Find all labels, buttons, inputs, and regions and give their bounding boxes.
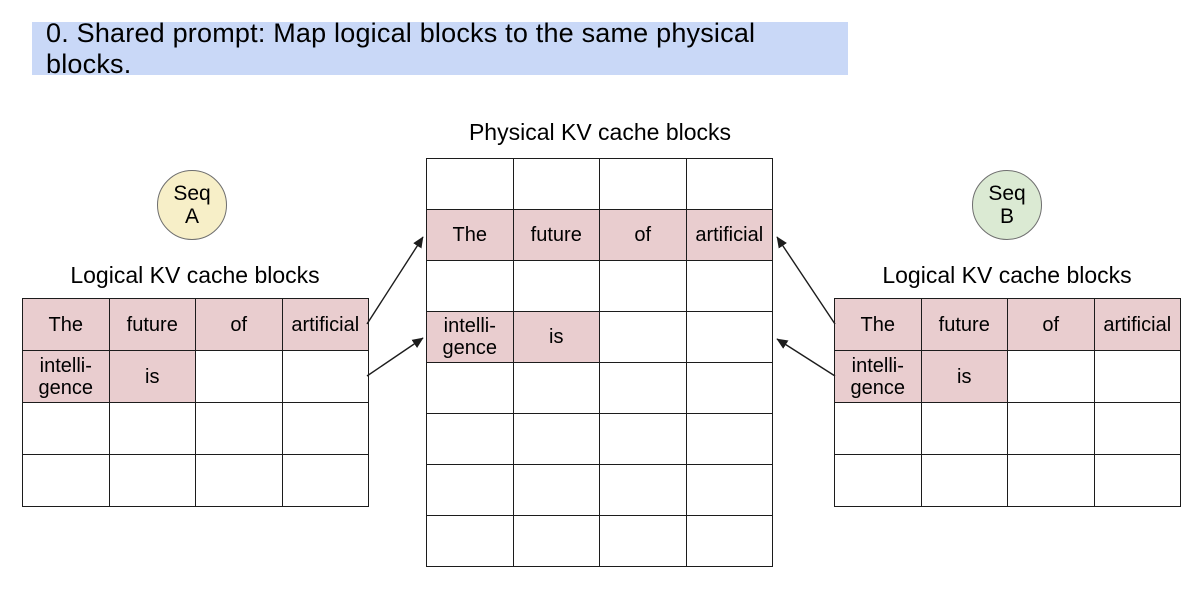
kv-cell: artificial — [282, 299, 369, 351]
kv-cell — [427, 414, 514, 465]
kv-cell — [600, 465, 687, 516]
kv-cell — [1094, 455, 1181, 507]
kv-cell: artificial — [686, 210, 773, 261]
kv-cell: intelli- gence — [23, 351, 110, 403]
kv-cell — [600, 159, 687, 210]
arrow-seqA-block1-to-physical — [366, 337, 424, 377]
seq-b-badge: Seq B — [972, 170, 1042, 240]
kv-cell — [1094, 351, 1181, 403]
kv-cell: is — [513, 312, 600, 363]
kv-cell — [109, 455, 196, 507]
seq-a-logical-table-title: Logical KV cache blocks — [70, 262, 320, 288]
seq-b-label: Seq B — [988, 182, 1026, 228]
kv-cell — [282, 403, 369, 455]
step-title-banner: 0. Shared prompt: Map logical blocks to … — [32, 18, 848, 79]
kv-cell — [23, 455, 110, 507]
kv-cell — [600, 312, 687, 363]
kv-cell — [427, 159, 514, 210]
kv-cell — [196, 455, 283, 507]
kv-cell: The — [427, 210, 514, 261]
kv-cell — [23, 403, 110, 455]
kv-cell — [109, 403, 196, 455]
seq-a-badge: Seq A — [157, 170, 227, 240]
kv-cell — [196, 403, 283, 455]
kv-cell — [835, 455, 922, 507]
kv-cell: intelli- gence — [835, 351, 922, 403]
arrow-seqB-block1-to-physical — [776, 338, 836, 377]
kv-cell: of — [1008, 299, 1095, 351]
kv-cell — [921, 455, 1008, 507]
kv-cell: intelli- gence — [427, 312, 514, 363]
kv-cell — [1094, 403, 1181, 455]
kv-cell — [427, 465, 514, 516]
kv-cell — [835, 403, 922, 455]
kv-cell — [600, 516, 687, 567]
kv-cell — [600, 414, 687, 465]
kv-cell — [282, 455, 369, 507]
kv-cell — [921, 403, 1008, 455]
seq-b-logical-table-title: Logical KV cache blocks — [882, 262, 1132, 288]
kv-cell — [686, 516, 773, 567]
kv-cell — [427, 363, 514, 414]
kv-cell: future — [921, 299, 1008, 351]
kv-cell — [513, 516, 600, 567]
kv-cell — [282, 351, 369, 403]
arrow-seqB-block0-to-physical — [776, 236, 836, 325]
kv-cell: future — [513, 210, 600, 261]
kv-cell — [513, 159, 600, 210]
kv-cell — [686, 414, 773, 465]
kv-cell — [600, 363, 687, 414]
kv-cell — [513, 465, 600, 516]
step-title-text: 0. Shared prompt: Map logical blocks to … — [46, 17, 756, 79]
kv-cell: The — [835, 299, 922, 351]
kv-cell — [686, 159, 773, 210]
kv-cell — [513, 363, 600, 414]
kv-cell — [686, 363, 773, 414]
kv-cell — [686, 465, 773, 516]
kv-cell: is — [109, 351, 196, 403]
kv-cell: of — [600, 210, 687, 261]
kv-cell — [427, 516, 514, 567]
physical-table-title: Physical KV cache blocks — [468, 119, 732, 145]
kv-cell — [1008, 351, 1095, 403]
kv-cell — [1008, 455, 1095, 507]
kv-cell: future — [109, 299, 196, 351]
kv-cell — [686, 312, 773, 363]
kv-cell — [1008, 403, 1095, 455]
kv-cell: artificial — [1094, 299, 1181, 351]
kv-cell — [513, 261, 600, 312]
kv-cell: is — [921, 351, 1008, 403]
kv-cell — [427, 261, 514, 312]
arrow-seqA-block0-to-physical — [366, 236, 424, 325]
kv-cell — [196, 351, 283, 403]
kv-cell: The — [23, 299, 110, 351]
kv-cell — [513, 414, 600, 465]
kv-cell — [686, 261, 773, 312]
kv-cell — [600, 261, 687, 312]
seq-a-label: Seq A — [173, 182, 211, 228]
kv-cell: of — [196, 299, 283, 351]
